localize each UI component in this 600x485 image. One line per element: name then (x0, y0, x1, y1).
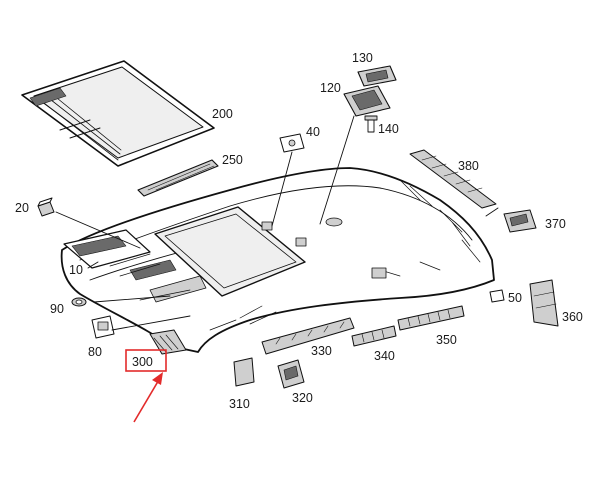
callout-380: 380 (458, 159, 479, 173)
part-140-screw[interactable] (364, 115, 378, 133)
callout-90: 90 (50, 302, 64, 316)
part-340-trim[interactable] (351, 325, 397, 347)
part-250-trim-strip[interactable] (137, 159, 219, 197)
callouts: 200 250 20 10 40 130 120 140 380 370 50 … (15, 51, 583, 411)
highlight-300 (125, 349, 167, 423)
part-310-bracket[interactable] (233, 357, 255, 387)
part-130-lamp-cover[interactable] (357, 65, 397, 87)
callout-370: 370 (545, 217, 566, 231)
callout-350: 350 (436, 333, 457, 347)
callout-330: 330 (311, 344, 332, 358)
callout-50: 50 (508, 291, 522, 305)
part-320-clip[interactable] (277, 359, 305, 389)
callout-120: 120 (320, 81, 341, 95)
part-350-trim[interactable] (397, 305, 465, 331)
callout-80: 80 (88, 345, 102, 359)
highlight-arrow (133, 377, 161, 423)
callout-360: 360 (562, 310, 583, 324)
callout-20: 20 (15, 201, 29, 215)
part-300-strip[interactable] (149, 329, 187, 355)
headliner-main[interactable] (60, 167, 495, 353)
part-90-grommet[interactable] (71, 297, 87, 307)
part-380-trim[interactable] (409, 149, 497, 209)
part-10-frame[interactable] (63, 229, 151, 269)
part-200-sunroof-panel[interactable] (21, 60, 215, 167)
part-360-panel[interactable] (529, 279, 559, 327)
part-80-holder[interactable] (91, 315, 115, 339)
highlight-box (125, 349, 167, 372)
callout-300: 300 (132, 355, 153, 369)
callout-340: 340 (374, 349, 395, 363)
callout-40: 40 (306, 125, 320, 139)
callout-140: 140 (378, 122, 399, 136)
callout-130: 130 (352, 51, 373, 65)
part-370-clip[interactable] (503, 209, 537, 233)
callout-250: 250 (222, 153, 243, 167)
part-50-clip[interactable] (489, 289, 505, 303)
part-120-lamp-unit[interactable] (343, 85, 391, 117)
callout-320: 320 (292, 391, 313, 405)
part-20-cover[interactable] (37, 197, 55, 217)
part-330-trim[interactable] (261, 317, 355, 355)
leader-lines (55, 115, 499, 331)
callout-310: 310 (229, 397, 250, 411)
part-40-bracket[interactable] (279, 133, 305, 153)
callout-10: 10 (69, 263, 83, 277)
callout-200: 200 (212, 107, 233, 121)
